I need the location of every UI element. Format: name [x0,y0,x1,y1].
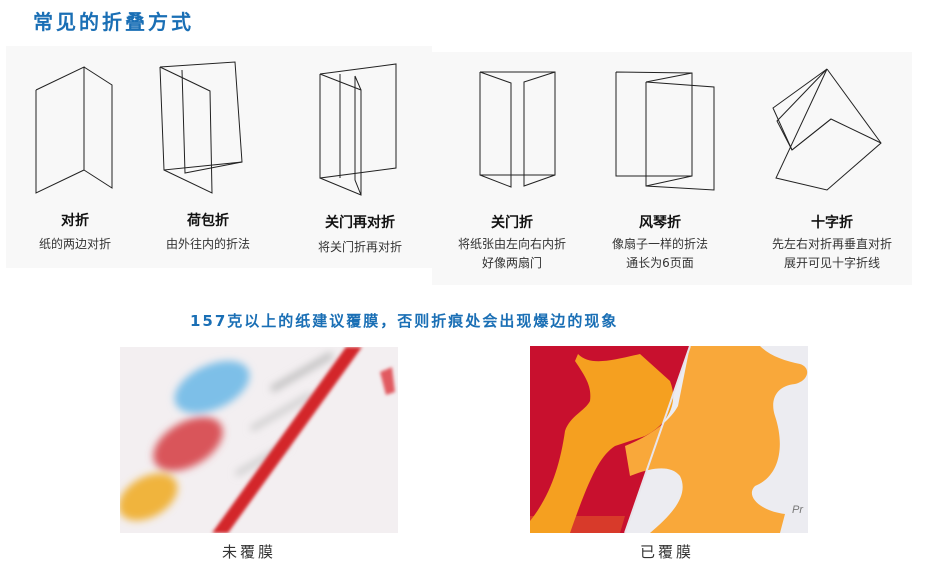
fold-desc-2: 展开可见十字折线 [783,256,880,270]
fold-item-half: 对折 纸的两边对折 [10,60,140,260]
fold-panel-right [432,52,912,285]
fold-name: 对折 [61,213,89,229]
unlaminated-caption: 未覆膜 [222,543,277,561]
laminated-caption: 已覆膜 [640,543,695,561]
fold-item-cross: 十字折 先左右对折再垂直对折 展开可见十字折线 [757,60,907,280]
accordion-fold-icon [615,71,715,191]
fold-name: 荷包折 [187,213,229,229]
page-title: 常见的折叠方式 [33,10,194,34]
half-fold-icon [35,66,113,194]
fold-item-pocket: 荷包折 由外往内的折法 [143,60,273,260]
double-gate-fold-icon [319,63,397,196]
fold-name: 关门折 [491,215,533,231]
fold-desc: 像扇子一样的折法 [611,237,708,251]
fold-desc-2: 好像两扇门 [481,256,542,270]
unlaminated-photo [120,347,398,533]
svg-text:Pr: Pr [792,504,804,516]
fold-name: 十字折 [811,215,853,231]
fold-desc: 由外往内的折法 [165,237,250,251]
laminated-photo: Pr [530,346,808,533]
laminated-crease-image: Pr [530,346,808,533]
lamination-notice: 157克以上的纸建议覆膜，否则折痕处会出现爆边的现象 [190,312,619,330]
gate-fold-icon [479,71,556,188]
fold-desc-2: 通长为6页面 [626,256,694,270]
fold-item-accordion: 风琴折 像扇子一样的折法 通长为6页面 [590,60,730,280]
fold-item-double-gate: 关门再对折 将关门折再对折 [295,60,425,260]
fold-desc: 将纸张由左向右内折 [457,237,566,251]
fold-desc: 先左右对折再垂直对折 [771,237,892,251]
unlaminated-crease-image [120,347,398,533]
pocket-fold-icon [159,61,243,194]
fold-item-gate: 关门折 将纸张由左向右内折 好像两扇门 [442,60,582,280]
fold-name: 关门再对折 [325,215,395,231]
fold-desc: 纸的两边对折 [38,237,111,251]
cross-fold-icon [772,68,882,191]
fold-desc: 将关门折再对折 [317,240,402,254]
fold-name: 风琴折 [639,215,681,231]
